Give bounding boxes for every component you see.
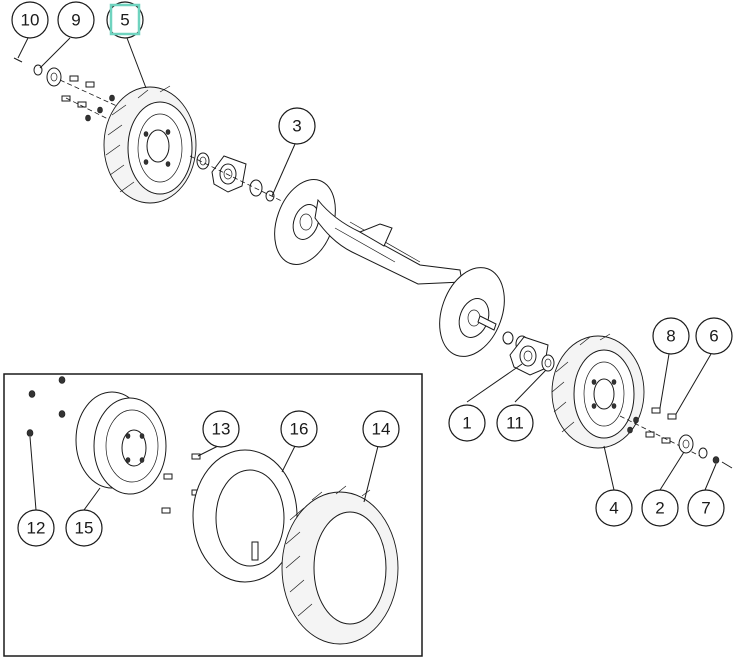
callout-15: 15 — [65, 509, 103, 547]
callout-7: 7 — [687, 489, 725, 527]
callout-1: 1 — [448, 404, 486, 442]
svg-text:8: 8 — [666, 327, 675, 346]
callout-9: 9 — [57, 1, 95, 39]
svg-text:13: 13 — [212, 420, 231, 439]
callout-12: 12 — [17, 509, 55, 547]
left-wheel-assembly — [13, 57, 301, 211]
svg-text:10: 10 — [21, 11, 40, 30]
inset-wheel-components — [26, 376, 399, 645]
svg-text:14: 14 — [372, 420, 391, 439]
svg-text:3: 3 — [292, 117, 301, 136]
right-wheel-assembly — [502, 331, 733, 469]
svg-text:5: 5 — [120, 11, 129, 30]
callout-4: 4 — [595, 489, 633, 527]
inset-frame — [3, 373, 423, 657]
svg-text:12: 12 — [27, 519, 46, 538]
callout-5: 5 — [106, 1, 144, 39]
svg-text:16: 16 — [290, 420, 309, 439]
svg-text:11: 11 — [506, 414, 524, 433]
callout-3: 3 — [278, 107, 316, 145]
callout-2: 2 — [641, 489, 679, 527]
svg-text:6: 6 — [709, 327, 718, 346]
callout-6: 6 — [695, 317, 733, 355]
callout-13: 13 — [202, 410, 240, 448]
svg-text:2: 2 — [655, 499, 664, 518]
callout-14: 14 — [362, 410, 400, 448]
svg-text:9: 9 — [71, 11, 80, 30]
callout-10: 10 — [11, 1, 49, 39]
callout-8: 8 — [652, 317, 690, 355]
leader-lines — [17, 37, 717, 511]
highlight-box — [109, 3, 141, 36]
svg-text:4: 4 — [609, 499, 618, 518]
callout-16: 16 — [280, 410, 318, 448]
callout-11: 11 — [496, 404, 534, 442]
svg-text:1: 1 — [462, 414, 471, 433]
axle-assembly — [274, 179, 505, 357]
svg-text:15: 15 — [75, 519, 94, 538]
svg-text:7: 7 — [701, 499, 710, 518]
